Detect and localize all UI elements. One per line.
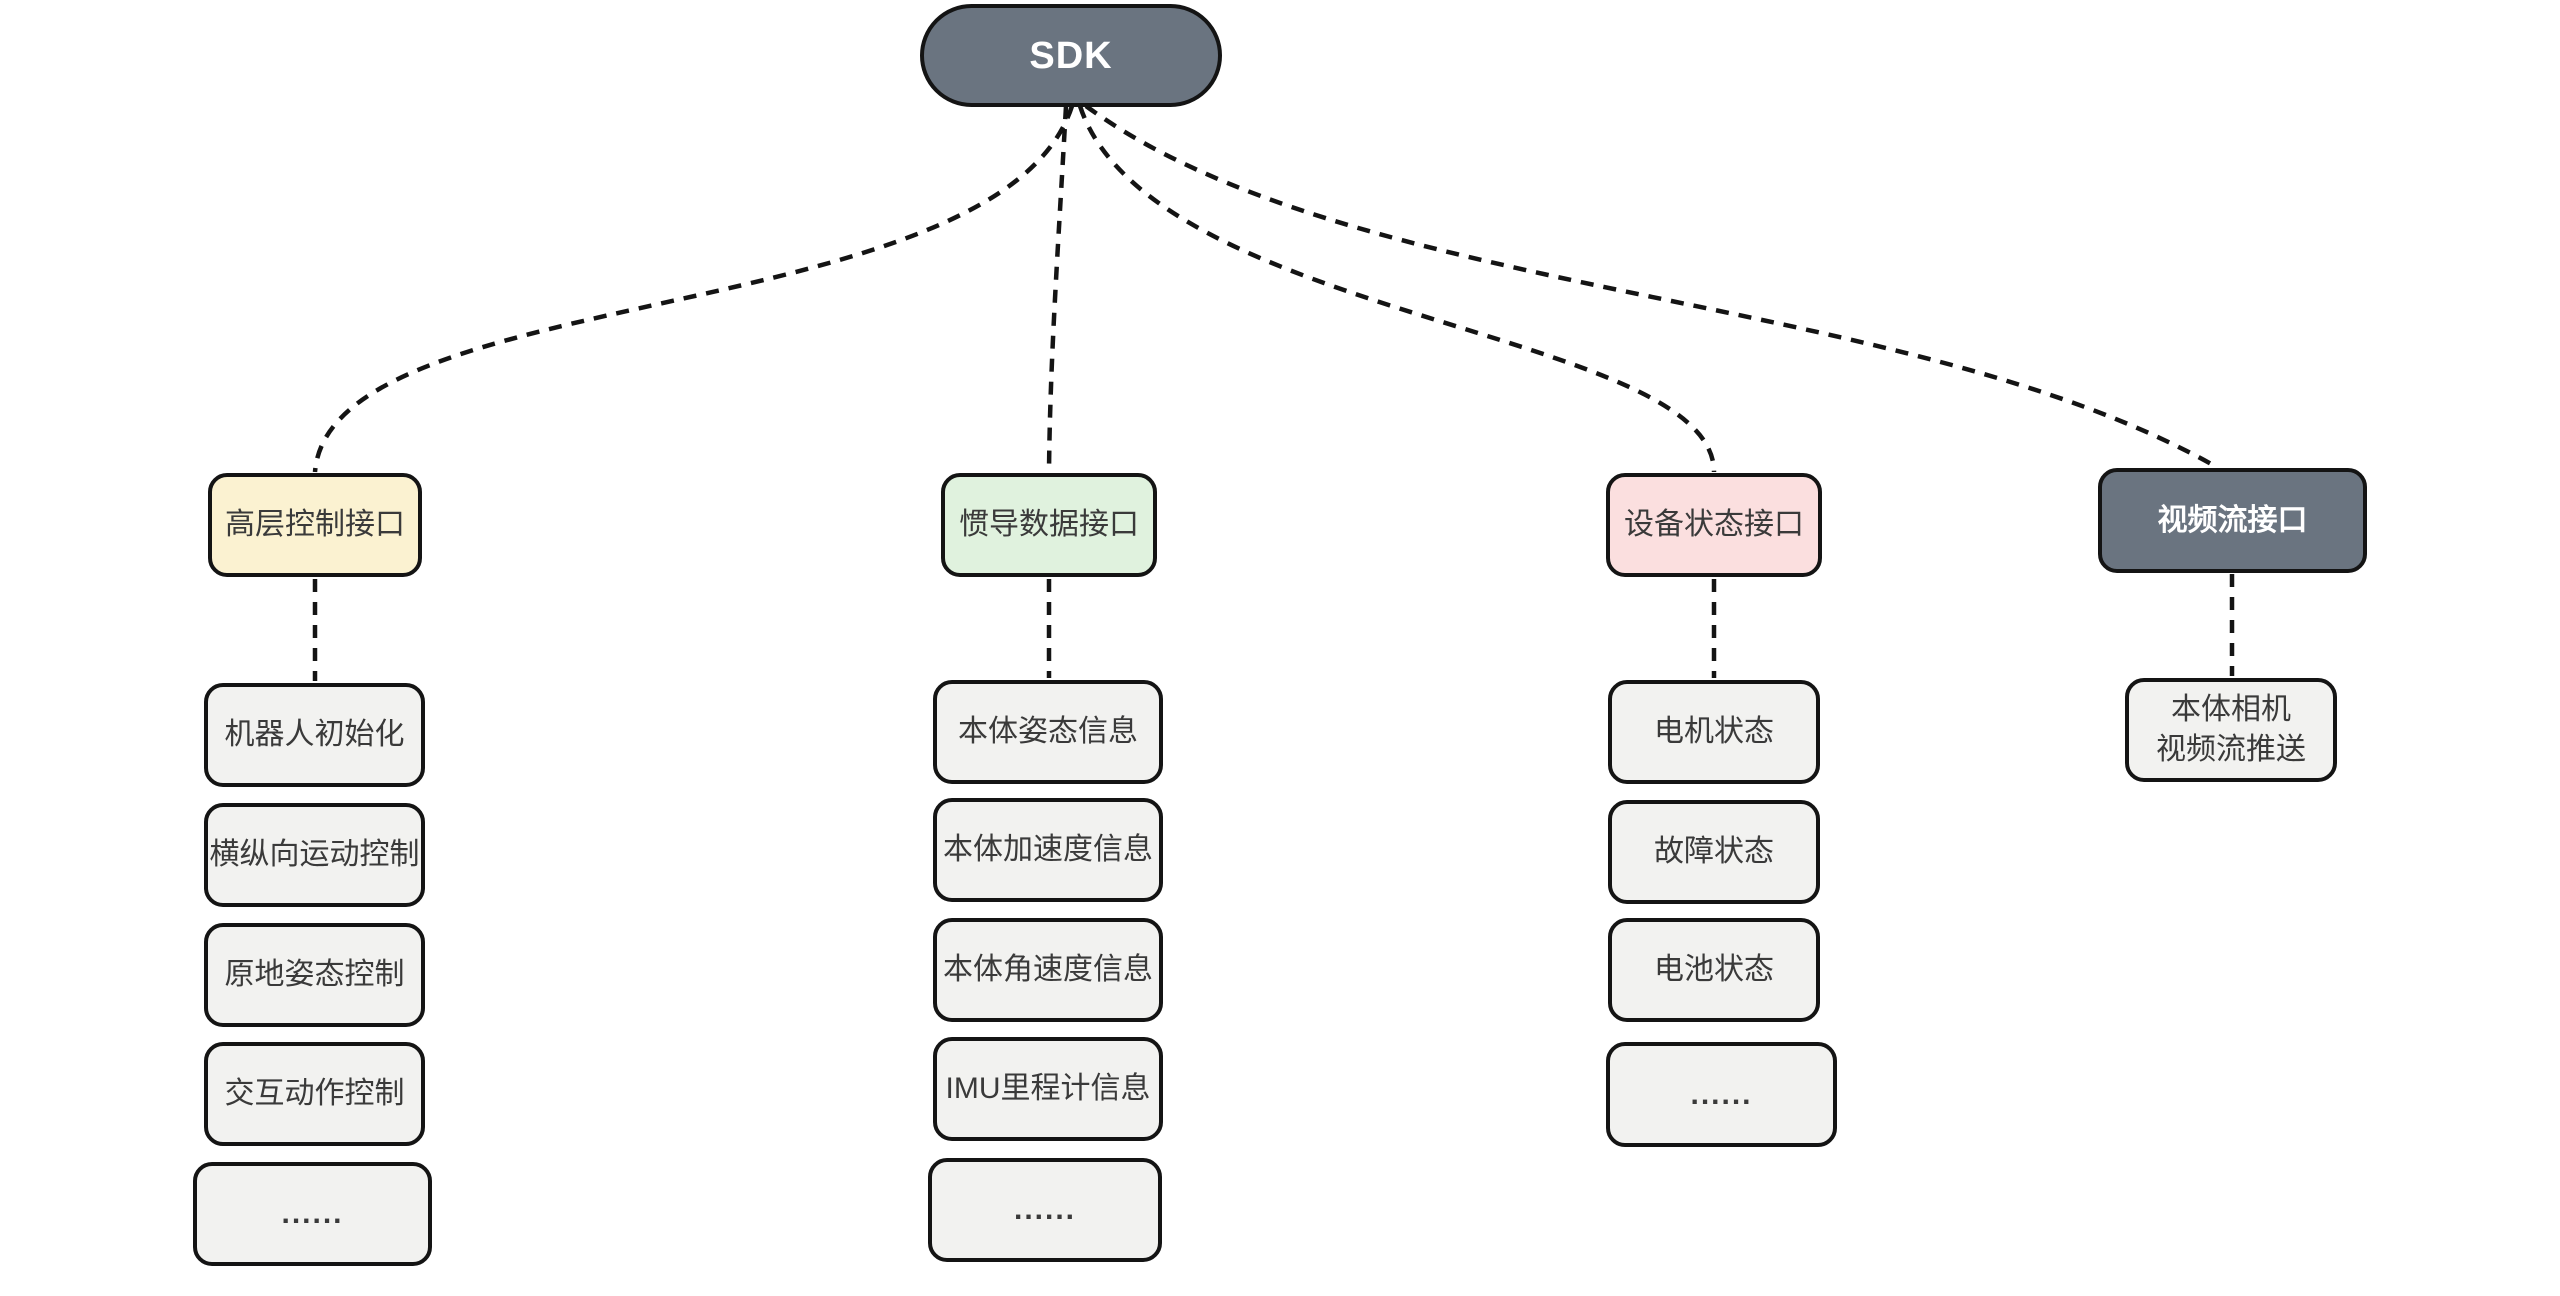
node-fault-status: 故障状态: [1608, 800, 1820, 904]
node-sdk: SDK: [920, 4, 1222, 107]
node-imu-data-interface: 惯导数据接口: [941, 473, 1157, 577]
node-lateral-longitudinal-motion-control: 横纵向运动控制: [204, 803, 425, 907]
connector-sdk-to-high-level-control: [312, 105, 1075, 473]
node-high-level-control-interface: 高层控制接口: [208, 473, 422, 577]
node-imu-data-ellipsis: ......: [928, 1158, 1162, 1262]
connector-sdk-to-video-stream: [1084, 104, 2215, 467]
node-robot-initialization: 机器人初始化: [204, 683, 425, 787]
node-body-posture-info: 本体姿态信息: [933, 680, 1163, 784]
connector-sdk-to-device-status: [1077, 105, 1717, 473]
node-body-acceleration-info: 本体加速度信息: [933, 798, 1163, 902]
node-video-stream-interface: 视频流接口: [2098, 468, 2367, 573]
node-body-angular-velocity-info: 本体角速度信息: [933, 918, 1163, 1022]
node-in-place-posture-control: 原地姿态控制: [204, 923, 425, 1027]
node-battery-status: 电池状态: [1608, 918, 1820, 1022]
node-device-status-interface: 设备状态接口: [1606, 473, 1822, 577]
node-motor-status: 电机状态: [1608, 680, 1820, 784]
node-high-level-control-ellipsis: ......: [193, 1162, 432, 1266]
node-imu-odometry-info: IMU里程计信息: [933, 1037, 1163, 1141]
node-device-status-ellipsis: ......: [1606, 1042, 1837, 1147]
node-interactive-action-control: 交互动作控制: [204, 1042, 425, 1146]
connector-sdk-to-imu-data: [1046, 105, 1069, 473]
node-body-camera-video-stream-push: 本体相机 视频流推送: [2125, 678, 2337, 782]
